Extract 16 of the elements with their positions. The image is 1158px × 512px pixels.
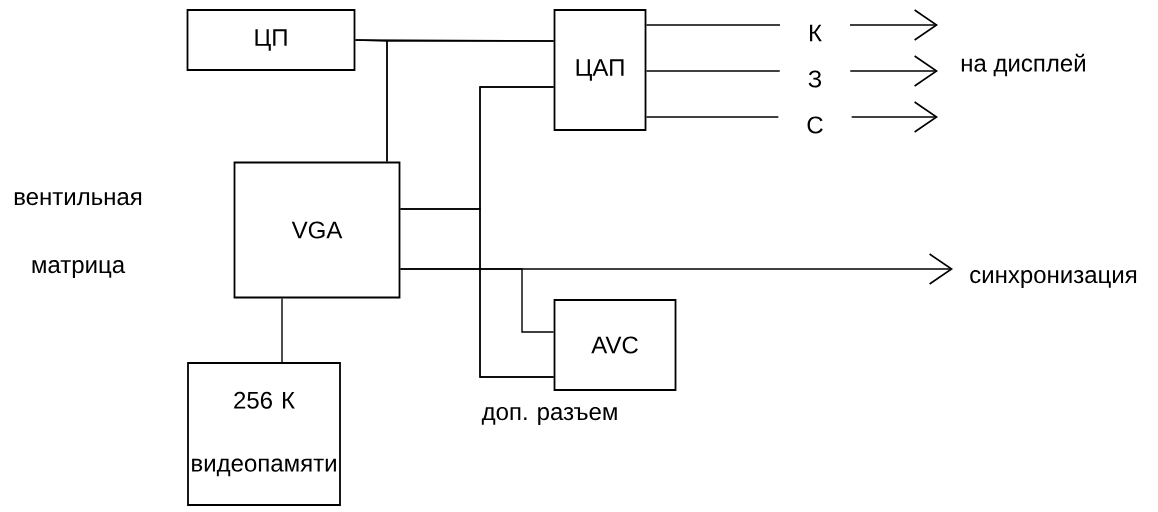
text-label: доп. разъем [481,407,617,425]
block-box: AVC [553,299,677,391]
edge-label: К [780,22,850,44]
block-box: VGA [233,161,401,299]
block-box: 256 К видеопамяти [187,362,341,506]
output-label: синхронизация [970,270,1137,288]
connector-line [281,297,283,363]
text-label: вентильная матрица [14,192,142,278]
edge-label: С [778,114,852,136]
block-box: ЦП [186,9,356,71]
output-label: на дисплей [961,53,1085,77]
edge-label: З [779,68,851,90]
connector-line [386,40,555,163]
block-box: ЦАП [553,9,647,131]
connector-line [399,268,555,333]
connector-line [479,86,555,378]
